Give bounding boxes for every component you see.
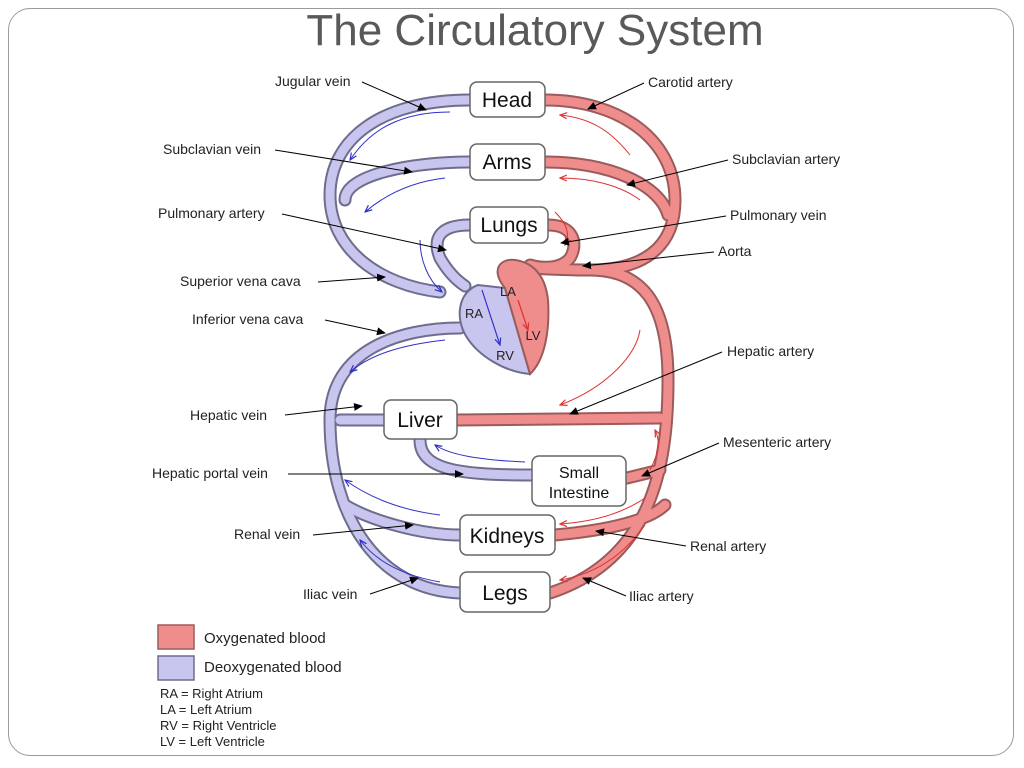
heart-label-ra: RA [465,306,483,321]
flow-arrow [345,480,441,516]
leader-superior-vena-cava [317,273,386,283]
heart-label-lv: LV [526,328,541,343]
leader-pulmonary-vein [560,215,727,246]
leader-mesenteric-artery [641,442,720,477]
heart-label-la: LA [500,284,516,299]
flow-arrow [360,540,441,583]
label-mesenteric-artery: Mesenteric artery [723,434,831,450]
flow-arrow [649,430,658,471]
heart: RA LA RV LV [458,258,550,376]
label-carotid-artery: Carotid artery [648,74,733,90]
legend: Oxygenated blood Deoxygenated blood RA =… [157,624,342,749]
label-inferior-vena-cava: Inferior vena cava [192,311,303,327]
leader-inferior-vena-cava [324,319,386,336]
legend-abbreviation: LA = Left Atrium [160,702,252,717]
svg-text:Legs: Legs [482,582,528,605]
oxygenated-vessels [450,93,682,600]
organ-small-intestine: Small Intestine [531,455,627,507]
heart-flow-arrow [517,299,528,330]
left-labels: Jugular vein Subclavian vein Pulmonary a… [152,73,464,602]
leader-renal-artery [595,528,687,547]
legend-abbreviation: LV = Left Ventricle [160,734,265,749]
organ-legs: Legs [459,571,551,613]
svg-text:Small: Small [559,465,599,482]
legend-abbreviation: RV = Right Ventricle [160,718,276,733]
label-iliac-artery: Iliac artery [629,588,694,604]
leader-hepatic-artery [569,351,723,415]
organ-boxes: Head Arms Lungs Liver Small Intestine Ki… [383,81,627,613]
label-pulmonary-vein: Pulmonary vein [730,207,827,223]
flow-arrow [435,445,526,463]
label-jugular-vein: Jugular vein [275,73,351,89]
leader-iliac-artery [582,577,627,597]
svg-text:Arms: Arms [483,151,532,174]
svg-text:Intestine: Intestine [549,485,610,502]
label-aorta: Aorta [718,243,752,259]
flow-arrow [350,339,446,372]
leader-renal-vein [312,521,414,536]
flow-arrow [560,497,646,524]
label-iliac-vein: Iliac vein [303,586,357,602]
leader-hepatic-vein [284,402,363,416]
leader-jugular-vein [361,81,427,111]
organ-arms: Arms [469,143,546,181]
label-hepatic-portal-vein: Hepatic portal vein [152,465,268,481]
leader-pulmonary-artery [281,213,447,253]
flow-arrow [560,115,631,156]
organ-kidneys: Kidneys [459,514,556,556]
flow-arrow [560,329,641,405]
organ-lungs: Lungs [469,206,549,244]
organ-head: Head [469,81,546,118]
legend-swatch-oxygenated [157,624,195,650]
label-superior-vena-cava: Superior vena cava [180,273,301,289]
deoxygenated-vessels [323,93,539,600]
svg-text:Head: Head [482,89,532,112]
label-renal-vein: Renal vein [234,526,300,542]
heart-left-side [496,258,550,376]
label-hepatic-vein: Hepatic vein [190,407,267,423]
blood-flow-arrows [345,111,658,583]
legend-swatch-deoxygenated [157,655,195,681]
flow-arrow [560,524,646,580]
right-labels: Carotid artery Subclavian artery Pulmona… [560,74,840,604]
svg-text:Lungs: Lungs [480,214,537,237]
flow-arrow [419,239,442,292]
leader-iliac-vein [369,576,419,595]
legend-label-deoxygenated: Deoxygenated blood [204,659,342,676]
leader-subclavian-artery [626,159,729,187]
flow-arrow [560,178,641,201]
organ-liver: Liver [383,399,458,440]
leader-subclavian-vein [274,149,413,175]
label-hepatic-artery: Hepatic artery [727,343,814,359]
label-subclavian-artery: Subclavian artery [732,151,840,167]
svg-text:Liver: Liver [397,409,443,432]
svg-text:Kidneys: Kidneys [470,525,545,548]
heart-label-rv: RV [496,348,514,363]
label-renal-artery: Renal artery [690,538,766,554]
legend-abbreviation: RA = Right Atrium [160,686,263,701]
flow-arrow [350,111,451,160]
leader-carotid-artery [587,82,645,110]
label-subclavian-vein: Subclavian vein [163,141,261,157]
leader-aorta [582,251,715,270]
flow-arrow [365,177,446,212]
legend-label-oxygenated: Oxygenated blood [204,630,326,647]
heart-flow-arrow [481,289,500,345]
page-title: The Circulatory System [306,6,764,55]
label-pulmonary-artery: Pulmonary artery [158,205,265,221]
